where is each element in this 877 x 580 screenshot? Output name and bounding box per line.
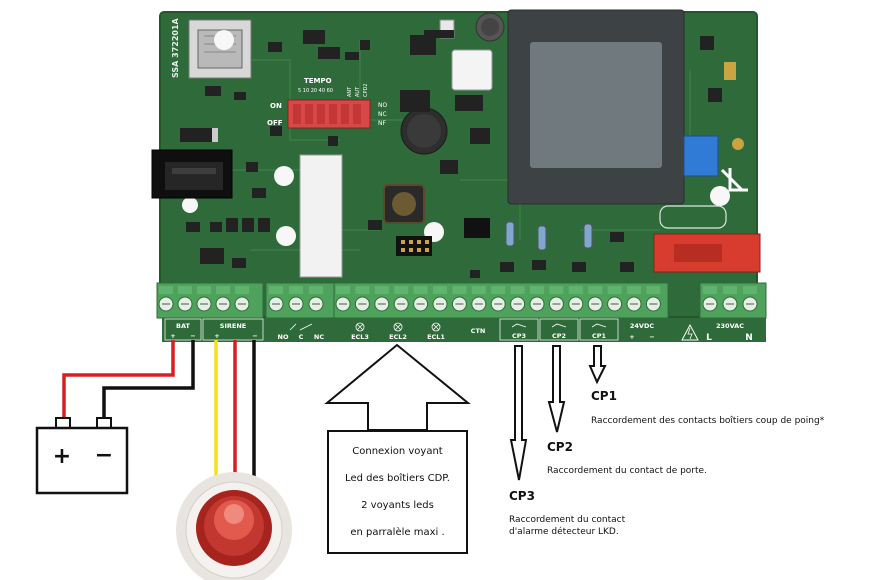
siren <box>176 472 292 580</box>
cp3-text-2: d'alarme détecteur LKD. <box>509 527 619 537</box>
term-bat-minus: − <box>190 332 195 340</box>
terminal-cap <box>588 286 603 294</box>
terminal-cap <box>374 286 389 294</box>
terminal-cap <box>568 286 583 294</box>
terminal-cap <box>197 286 211 294</box>
term-24-plus: + <box>629 333 634 341</box>
pcb-board: SSA 372201A TEMPO 5 10 20 40 60 ANT AUT … <box>151 9 761 318</box>
terminal-cap <box>743 286 757 294</box>
info-line-4: en parralèle maxi . <box>350 527 445 538</box>
term-c: C <box>299 333 304 341</box>
terminal-cap <box>309 286 323 294</box>
term-nc: NC <box>314 333 324 341</box>
term-24vdc: 24VDC <box>630 322 654 330</box>
terminal-cap <box>627 286 641 294</box>
relay <box>299 154 343 278</box>
cpd2-label: CPD2 <box>363 83 369 97</box>
term-n: N <box>745 333 753 343</box>
cp-arrows <box>509 345 607 481</box>
cp1-title: CP1 <box>591 389 617 403</box>
term-bat-plus: + <box>170 332 175 340</box>
terminal-cap <box>646 286 661 294</box>
terminal-cap <box>159 286 173 294</box>
cp2-text: Raccordement du contact de porte. <box>547 466 707 476</box>
term-230vac: 230VAC <box>716 322 744 330</box>
cp3-arrow <box>509 345 528 481</box>
board-model-label: SSA 372201A <box>171 17 180 78</box>
battery-plus: + <box>53 444 71 469</box>
terminal-cap <box>723 286 737 294</box>
terminal-cap <box>289 286 303 294</box>
ant-label: ANT <box>347 86 353 97</box>
warning-icon <box>681 323 699 341</box>
term-bat: BAT <box>176 322 190 330</box>
terminal-cap <box>452 286 467 294</box>
term-24-minus: − <box>649 333 654 341</box>
tempo-nc-label: NC <box>378 111 387 118</box>
tempo-label: TEMPO <box>304 77 332 85</box>
terminal-label-strip: BAT SIRENE + − + − NO C NC ECL3 ECL2 ECL… <box>162 318 766 343</box>
term-cp3: CP3 <box>512 332 526 340</box>
tempo-nf-label: NF <box>378 120 386 127</box>
terminal-cap <box>355 286 370 294</box>
terminal-cap <box>235 286 249 294</box>
terminal-cap <box>530 286 544 294</box>
cp3-title: CP3 <box>509 489 535 503</box>
terminal-blocks <box>156 282 767 319</box>
diode <box>424 30 454 38</box>
off-label: OFF <box>267 119 283 127</box>
led-info-box: Connexion voyant Led des boîtiers CDP. 2… <box>327 430 468 554</box>
term-cp1: CP1 <box>592 332 607 340</box>
terminal-cap <box>433 286 447 294</box>
cp2-arrow <box>547 345 566 433</box>
term-ctn: CTN <box>471 327 486 335</box>
led-symbol-ecl1 <box>431 322 441 332</box>
terminal-cap <box>607 286 622 294</box>
term-sirene-minus: − <box>252 332 257 340</box>
terminal-cap <box>703 286 717 294</box>
blue-component <box>683 135 719 177</box>
terminal-cap <box>413 286 428 294</box>
term-sirene-plus: + <box>214 332 219 340</box>
aut-label: AUT <box>355 86 361 97</box>
terminal-cap <box>216 286 230 294</box>
battery-minus: − <box>95 443 113 468</box>
info-line-3: 2 voyants leds <box>361 500 434 511</box>
info-line-2: Led des boîtiers CDP. <box>345 473 450 484</box>
battery-red-wire <box>62 340 175 420</box>
tempo-values: 5 10 20 40 60 <box>298 88 333 94</box>
terminal-cap <box>491 286 506 294</box>
info-line-1: Connexion voyant <box>352 446 443 457</box>
terminal-cap <box>549 286 564 294</box>
terminal-cap <box>178 286 192 294</box>
wires <box>62 340 256 488</box>
battery: + − <box>35 417 129 495</box>
cp1-arrow <box>588 345 607 385</box>
term-sirene: SIRENE <box>220 322 246 330</box>
led-symbol-ecl2 <box>393 322 403 332</box>
cp3-text-1: Raccordement du contact <box>509 515 626 525</box>
term-ecl1: ECL1 <box>427 333 445 341</box>
term-ecl3: ECL3 <box>351 333 369 341</box>
terminal-cap <box>394 286 409 294</box>
battery-black-wire <box>102 340 195 420</box>
cp1-text: Raccordement des contacts boîtiers coup … <box>591 416 825 426</box>
terminal-cap <box>269 286 283 294</box>
terminal-cap <box>510 286 525 294</box>
pin-header <box>396 236 432 256</box>
cp2-title: CP2 <box>547 440 573 454</box>
terminal-cap <box>471 286 486 294</box>
ecl-callout-arrow <box>324 343 471 431</box>
tempo-no-label: NO <box>378 102 387 109</box>
terminal-cap <box>336 286 350 294</box>
term-ecl2: ECL2 <box>389 333 407 341</box>
term-no: NO <box>278 333 289 341</box>
led-symbol-ecl3 <box>355 322 365 332</box>
term-cp2: CP2 <box>552 332 566 340</box>
on-label: ON <box>270 102 282 110</box>
term-l: L <box>706 333 712 343</box>
